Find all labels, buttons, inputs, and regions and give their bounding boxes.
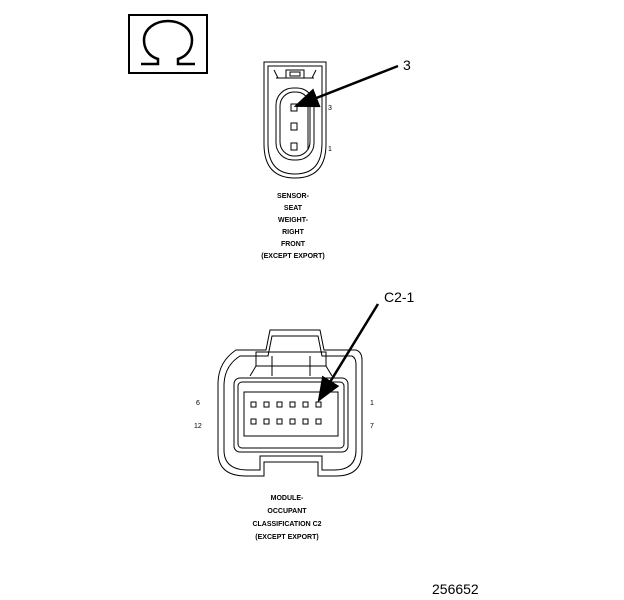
module-pin-10 [276,418,283,425]
module-pin-label-12: 12 [194,423,202,430]
svg-text:(EXCEPT EXPORT): (EXCEPT EXPORT) [255,534,318,541]
svg-text:OCCUPANT: OCCUPANT [267,508,307,515]
module-pin-6 [250,401,257,408]
module-pin-2 [302,401,309,408]
module-pin-label-6: 6 [196,400,200,407]
module-pin-8 [302,418,309,425]
callout-arrow-c2-1 [317,303,380,403]
module-connector [217,329,363,477]
module-pin-4 [276,401,283,408]
svg-text:CLASSIFICATION C2: CLASSIFICATION C2 [252,521,321,528]
sensor-pin-label-1: 1 [328,146,332,153]
callout-arrow-3 [293,64,399,108]
module-pin-7 [315,418,322,425]
svg-text:FRONT: FRONT [281,241,306,248]
svg-text:MODULE-: MODULE- [271,495,304,502]
svg-text:SEAT: SEAT [284,205,303,212]
module-pin-1 [315,401,322,408]
callout-label-3: 3 [403,57,411,73]
sensor-caption: SENSOR- SEAT WEIGHT- RIGHT FRONT (EXCEPT… [261,193,324,260]
svg-text:(EXCEPT EXPORT): (EXCEPT EXPORT) [261,253,324,260]
module-caption: MODULE- OCCUPANT CLASSIFICATION C2 (EXCE… [252,495,321,541]
module-pin-9 [289,418,296,425]
ohm-symbol-box [128,14,208,74]
module-pin-12 [250,418,257,425]
module-pin-label-7: 7 [370,423,374,430]
sensor-pin-label-3: 3 [328,105,332,112]
sensor-connector [263,61,327,179]
callout-label-c2-1: C2-1 [384,289,415,305]
svg-text:RIGHT: RIGHT [282,229,305,236]
ohm-resistance-symbol-icon [141,19,195,66]
module-pin-label-1: 1 [370,400,374,407]
module-pin-11 [263,418,270,425]
sensor-pin-1 [290,142,298,151]
module-pin-5 [263,401,270,408]
sensor-pin-2 [290,122,298,131]
svg-text:WEIGHT-: WEIGHT- [278,217,309,224]
figure-number: 256652 [432,581,479,597]
svg-text:SENSOR-: SENSOR- [277,193,310,200]
module-pin-3 [289,401,296,408]
